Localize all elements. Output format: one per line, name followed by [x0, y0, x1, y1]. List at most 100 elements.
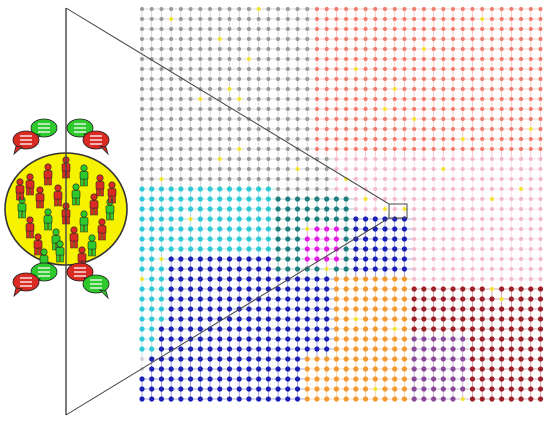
lattice-node [285, 206, 291, 212]
lattice-node [197, 376, 203, 382]
lattice-node [519, 27, 524, 31]
lattice-node [383, 147, 387, 151]
lattice-node [149, 57, 154, 61]
lattice-node [451, 117, 456, 121]
lattice-node [207, 266, 213, 272]
lattice-node [159, 77, 164, 81]
lattice-node [295, 67, 300, 71]
lattice-node [373, 387, 378, 391]
lattice-node [538, 217, 543, 221]
lattice-node [489, 277, 494, 281]
lattice-node [509, 227, 514, 231]
lattice-node [208, 147, 213, 151]
lattice-node [159, 147, 164, 151]
lattice-node [324, 167, 329, 171]
lattice-node [285, 67, 290, 71]
lattice-node [469, 366, 476, 372]
lattice-node [499, 247, 504, 251]
lattice-node [265, 226, 271, 232]
lattice-node [149, 206, 155, 212]
lattice-node [168, 246, 174, 252]
lattice-node [285, 157, 290, 161]
lattice-node [383, 107, 387, 111]
lattice-node [431, 7, 436, 11]
lattice-node [509, 157, 514, 161]
lattice-node [275, 316, 281, 322]
lattice-node [178, 17, 183, 21]
lattice-node [441, 97, 446, 101]
lattice-node [537, 346, 544, 352]
lattice-node [373, 147, 378, 151]
lattice-node [226, 356, 233, 362]
lattice-node [451, 7, 456, 11]
lattice-node [343, 336, 349, 342]
lattice-node [294, 196, 301, 202]
lattice-node [518, 366, 524, 372]
lattice-node [314, 356, 320, 362]
zoom-line-top [65, 7, 390, 205]
lattice-node [402, 37, 407, 41]
lattice-node [139, 266, 145, 272]
lattice-node [208, 177, 213, 181]
lattice-node [256, 296, 262, 302]
lattice-node [528, 366, 534, 372]
lattice-node [537, 336, 544, 342]
lattice-node [256, 127, 261, 131]
lattice-node [236, 206, 242, 212]
lattice-node [275, 276, 281, 282]
lattice-node [363, 67, 368, 71]
lattice-node [256, 147, 261, 151]
lattice-node [159, 97, 164, 101]
lattice-node [227, 167, 232, 171]
lattice-node [294, 266, 301, 272]
lattice-node [140, 177, 144, 181]
lattice-node [276, 117, 281, 121]
lattice-node [431, 296, 437, 302]
lattice-node [460, 67, 465, 71]
lattice-node [275, 206, 281, 212]
lattice-node [469, 316, 476, 322]
lattice-node [489, 127, 494, 131]
lattice-node [149, 336, 155, 342]
lattice-node [217, 157, 222, 161]
lattice-node [188, 127, 193, 131]
lattice-node [178, 266, 184, 272]
lattice-node [353, 17, 358, 21]
lattice-node [353, 346, 359, 352]
lattice-node [373, 107, 378, 111]
lattice-node [392, 216, 398, 222]
lattice-node [441, 17, 446, 21]
lattice-node [226, 276, 233, 282]
lattice-node [431, 77, 436, 81]
lattice-node [198, 127, 203, 131]
lattice-node [440, 396, 446, 402]
lattice-node [353, 356, 359, 362]
lattice-node [402, 77, 407, 81]
lattice-node [304, 266, 310, 272]
lattice-node [294, 306, 301, 312]
lattice-node [149, 256, 155, 262]
lattice-node [198, 27, 203, 31]
lattice-node [412, 207, 417, 211]
population-panel [4, 152, 128, 271]
lattice-node [508, 306, 514, 312]
lattice-node [509, 117, 514, 121]
lattice-node [237, 17, 242, 21]
lattice-node [412, 157, 417, 161]
lattice-node [265, 316, 271, 322]
lattice-node [314, 27, 319, 31]
lattice-node [168, 206, 174, 212]
lattice-node [178, 167, 183, 171]
lattice-node [198, 107, 203, 111]
lattice-node [276, 177, 281, 181]
lattice-node [480, 7, 485, 11]
lattice-node [489, 107, 494, 111]
lattice-node [353, 27, 358, 31]
lattice-node [237, 37, 242, 41]
lattice-node [362, 246, 369, 252]
lattice-node [344, 77, 349, 81]
lattice-node [197, 276, 203, 282]
lattice-node [392, 346, 398, 352]
lattice-node [158, 376, 165, 382]
lattice-node [236, 336, 242, 342]
